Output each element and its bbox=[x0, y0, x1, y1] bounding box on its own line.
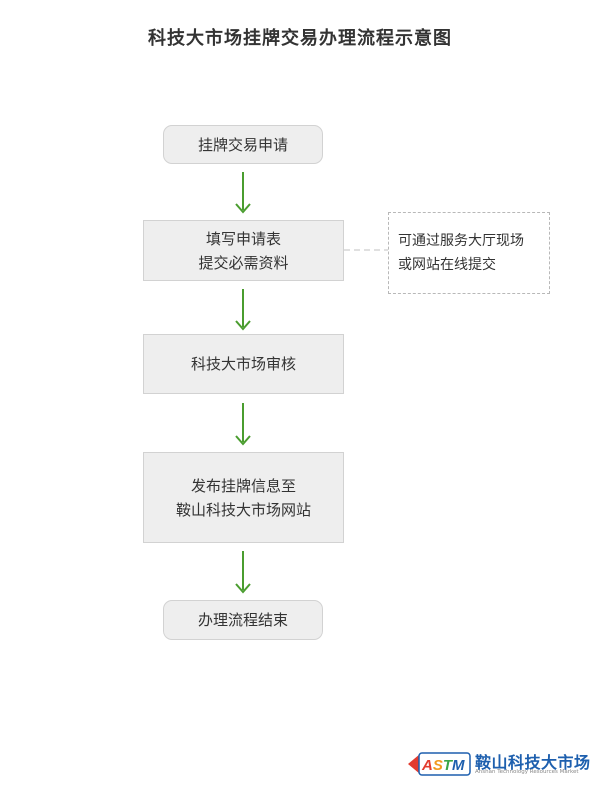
node-publish-line-1: 发布挂牌信息至 bbox=[190, 476, 296, 495]
node-publish-line-2: 鞍山科技大市场网站 bbox=[175, 500, 311, 519]
node-start-label: 挂牌交易申请 bbox=[197, 135, 288, 154]
diagram-title: 科技大市场挂牌交易办理流程示意图 bbox=[148, 28, 452, 49]
node-publish: 发布挂牌信息至 鞍山科技大市场网站 bbox=[143, 452, 344, 543]
svg-text:ASTM: ASTM bbox=[421, 757, 465, 774]
node-fill-form-line-1: 填写申请表 bbox=[205, 229, 281, 248]
node-review-label: 科技大市场审核 bbox=[190, 355, 296, 373]
node-fill-form-line-2: 提交必需资料 bbox=[198, 253, 289, 272]
node-end: 办理流程结束 bbox=[163, 600, 323, 640]
note-box: 可通过服务大厅现场 或网站在线提交 bbox=[388, 212, 550, 294]
node-review: 科技大市场审核 bbox=[143, 334, 344, 394]
arrow-2 bbox=[235, 289, 251, 331]
astm-logo: ASTM 鞍山科技大市场 Anshan Technology Resources… bbox=[408, 744, 591, 784]
arrow-3 bbox=[235, 403, 251, 446]
logo-mark-icon: ASTM bbox=[408, 752, 471, 776]
note-line-1: 可通过服务大厅现场 bbox=[398, 233, 524, 249]
logo-subtitle: Anshan Technology Resources Market bbox=[475, 769, 579, 775]
note-line-2: 或网站在线提交 bbox=[398, 257, 496, 273]
arrow-4 bbox=[235, 551, 251, 594]
arrow-1 bbox=[235, 172, 251, 214]
node-end-label: 办理流程结束 bbox=[197, 611, 288, 629]
node-fill-form: 填写申请表 提交必需资料 bbox=[143, 220, 344, 281]
node-start: 挂牌交易申请 bbox=[163, 125, 323, 164]
logo-name: 鞍山科技大市场 bbox=[475, 753, 591, 772]
